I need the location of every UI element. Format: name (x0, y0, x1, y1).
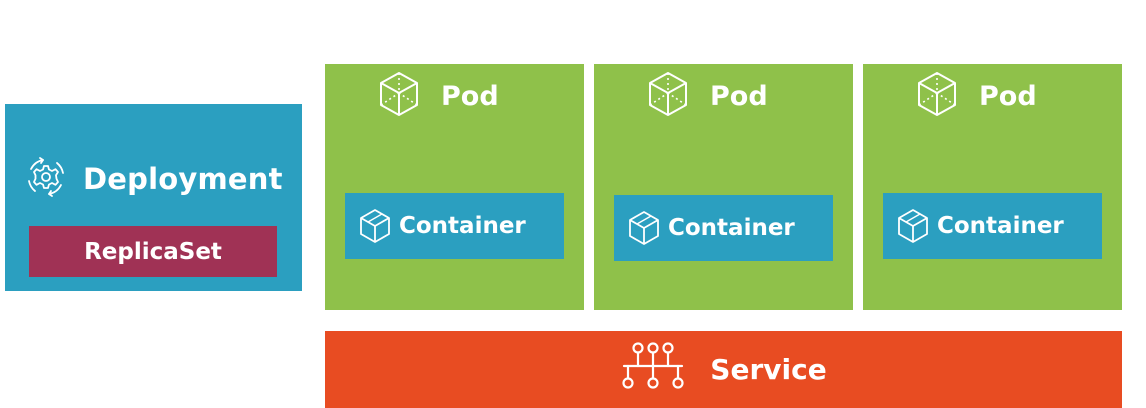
container-label: Container (937, 213, 1064, 239)
deployment-title: Deployment (83, 162, 283, 196)
pod-title: Pod (441, 80, 499, 112)
cube-icon (377, 70, 421, 122)
service-label: Service (710, 353, 827, 386)
cube-icon (628, 210, 660, 246)
network-icon (620, 341, 686, 398)
container-block: Container (614, 195, 833, 261)
pod-title: Pod (979, 80, 1037, 112)
pod-header: Pod (377, 70, 499, 122)
cube-icon (359, 208, 391, 244)
pod-block-2: Pod Container (594, 64, 853, 310)
container-block: Container (883, 193, 1102, 259)
cube-icon (897, 208, 929, 244)
replicaset-block: ReplicaSet (29, 226, 277, 277)
container-label: Container (668, 215, 795, 241)
pod-block-3: Pod Container (863, 64, 1122, 310)
pod-header: Pod (646, 70, 768, 122)
container-block: Container (345, 193, 564, 259)
pod-header: Pod (915, 70, 1037, 122)
pod-block-1: Pod Container (325, 64, 584, 310)
deployment-header: Deployment (23, 154, 283, 204)
deployment-gear-icon (23, 154, 69, 204)
container-label: Container (399, 213, 526, 239)
deployment-block: Deployment ReplicaSet (5, 104, 302, 291)
cube-icon (646, 70, 690, 122)
cube-icon (915, 70, 959, 122)
service-block: Service (325, 331, 1122, 408)
pod-title: Pod (710, 80, 768, 112)
